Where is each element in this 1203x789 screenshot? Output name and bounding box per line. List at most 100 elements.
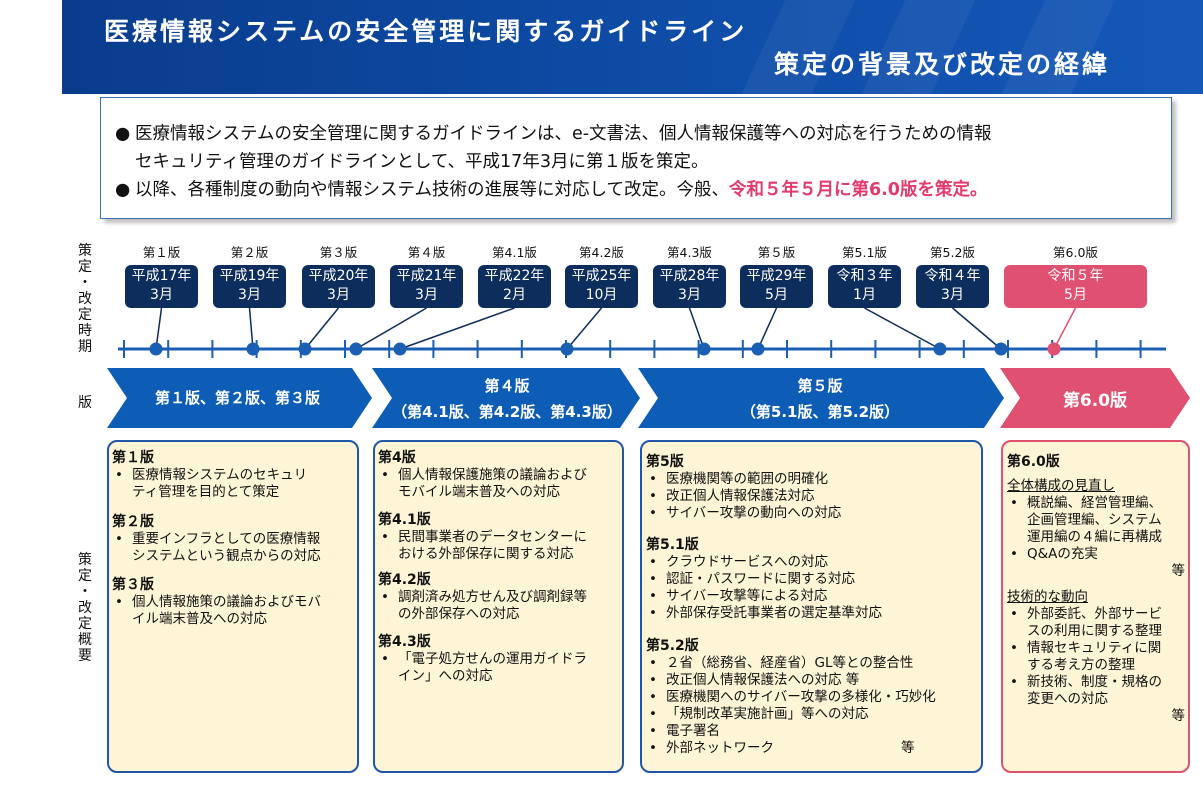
summary-box: ●医療情報システムの安全管理に関するガイドラインは、e-文書法、個人情報保護等へ… [100, 97, 1172, 219]
date-month: 3月 [238, 287, 261, 303]
item-text: システムという観点からの対応 [132, 548, 321, 564]
date-box: 令和５年 5月 [1004, 265, 1147, 308]
item-text: 外部ネットワーク [666, 740, 774, 756]
item-text: イル端末普及への対応 [132, 611, 267, 627]
list-item: Q&Aの充実 [1007, 546, 1185, 563]
item-text: 新技術、制度・規格の [1027, 674, 1162, 690]
row-label-timing: 策定・改定時期 [73, 243, 97, 355]
list-item: サイバー攻撃等による対応 [646, 588, 976, 605]
item-text: 情報セキュリティに関 [1027, 640, 1162, 656]
date-box: 平成29年 5月 [740, 265, 813, 308]
list-item: 電子署名 [646, 723, 976, 740]
page-title-line2: 策定の背景及び改定の経緯 [773, 50, 1110, 79]
timeline-dot [751, 342, 765, 356]
panel3-v52: 第5.2版 ２省（総務省、経産省）GL等との整合性 改正個人情報保護法への対応 … [646, 638, 976, 757]
item-text: 医療情報システムのセキュリ [132, 467, 308, 483]
date-month: 2月 [503, 287, 526, 303]
bullet-dot-icon: ● [115, 180, 131, 200]
panel3-v5: 第5版 医療機関等の範囲の明確化 改正個人情報保護法対応 サイバー攻撃の動向への… [646, 454, 976, 522]
item-text: 民間事業者のデータセンターに [398, 529, 587, 545]
panel1-v2-title: 第２版 [112, 514, 154, 530]
version-label: 第4.2版 [579, 245, 624, 260]
timeline-dot [298, 342, 312, 356]
row-label-version: 版 [78, 395, 92, 411]
panel2-v43-title: 第4.3版 [378, 634, 431, 650]
item-text: 重要インフラとしての医療情報 [132, 531, 321, 547]
overview-panel-3: 第5版 医療機関等の範囲の明確化 改正個人情報保護法対応 サイバー攻撃の動向への… [640, 440, 983, 773]
summary-bullet-1-cont: セキュリティ管理のガイドラインとして、平成17年3月に第１版を策定。 [135, 148, 708, 173]
panel4-content: 第6.0版 全体構成の見直し 概説編、経営管理編、企画管理編、システム運用編の４… [1007, 454, 1185, 725]
panel4-title: 第6.0版 [1007, 454, 1060, 470]
panel2-v42-title: 第4.2版 [378, 572, 431, 588]
summary-bullet-2: ●以降、各種制度の動向や情報システム技術の進展等に対応して改定。今般、令和５年５… [115, 176, 987, 201]
timeline-dot [393, 342, 407, 356]
item-text: イン」への対応 [398, 668, 493, 684]
version-label: 第4.1版 [492, 245, 537, 260]
summary-bullet-2-highlight: 令和５年５月に第6.0版を策定。 [728, 180, 988, 200]
row-label-overview-char: 策 [78, 552, 92, 568]
row-label-timing-char: 策 [78, 243, 92, 259]
panel4-sec1-heading: 全体構成の見直し [1007, 478, 1115, 494]
date-month: 3月 [415, 287, 438, 303]
item-text: 変更への対応 [1027, 691, 1108, 707]
phase-label-4: 第6.0版 [1062, 391, 1128, 411]
phase-label-1: 第１版、第２版、第３版 [154, 389, 320, 407]
timeline-connector [757, 307, 778, 350]
item-text: 個人情報保護施策の議論および [398, 467, 587, 483]
timeline-connector [155, 307, 163, 350]
item-text: 企画管理編、システム [1027, 512, 1162, 528]
etc-label: 等 [1171, 563, 1186, 579]
date-era: 平成17年 [131, 268, 192, 284]
timeline-dot [246, 342, 260, 356]
date-month: 10月 [585, 287, 618, 303]
date-era: 平成22年 [484, 268, 545, 284]
timeline-dot [933, 342, 947, 356]
date-era: 令和５年 [1047, 268, 1104, 284]
date-month: 5月 [1064, 287, 1087, 303]
version-label: 第5.2版 [930, 245, 975, 260]
timeline-connector [864, 307, 941, 350]
list-item: サイバー攻撃の動向への対応 [646, 505, 976, 522]
item-text: 調剤済み処方せん及び調剤録等 [398, 589, 587, 605]
row-label-overview-char: 改 [78, 600, 92, 616]
item-text: 概説編、経営管理編、 [1027, 495, 1162, 511]
date-month: 5月 [765, 287, 788, 303]
item-text: ティ管理を目的とて策定 [132, 484, 280, 500]
item-text: する考え方の整理 [1027, 657, 1135, 673]
timeline-connector [248, 307, 254, 350]
date-era: 平成20年 [308, 268, 369, 284]
row-label-timing-char: ・ [78, 275, 92, 291]
item-text: 外部委託、外部サービ [1027, 606, 1162, 622]
timeline-dot [1047, 342, 1061, 356]
row-label-overview-char: 定 [78, 616, 92, 632]
date-era: 平成29年 [746, 268, 807, 284]
row-label-timing-char: 定 [78, 259, 92, 275]
timeline-dot [560, 342, 574, 356]
timeline-dot [349, 342, 363, 356]
timeline-connector [952, 307, 1002, 350]
timeline-connector [1053, 307, 1077, 350]
overview-panel-4: 第6.0版 全体構成の見直し 概説編、経営管理編、企画管理編、システム運用編の４… [1001, 440, 1190, 773]
date-month: 3月 [150, 287, 173, 303]
timeline-dot [994, 342, 1008, 356]
date-era: 平成25年 [571, 268, 632, 284]
date-era: 令和３年 [836, 268, 893, 284]
list-item: 認証・パスワードに関する対応 [646, 571, 976, 588]
date-box: 平成25年 10月 [565, 265, 638, 308]
